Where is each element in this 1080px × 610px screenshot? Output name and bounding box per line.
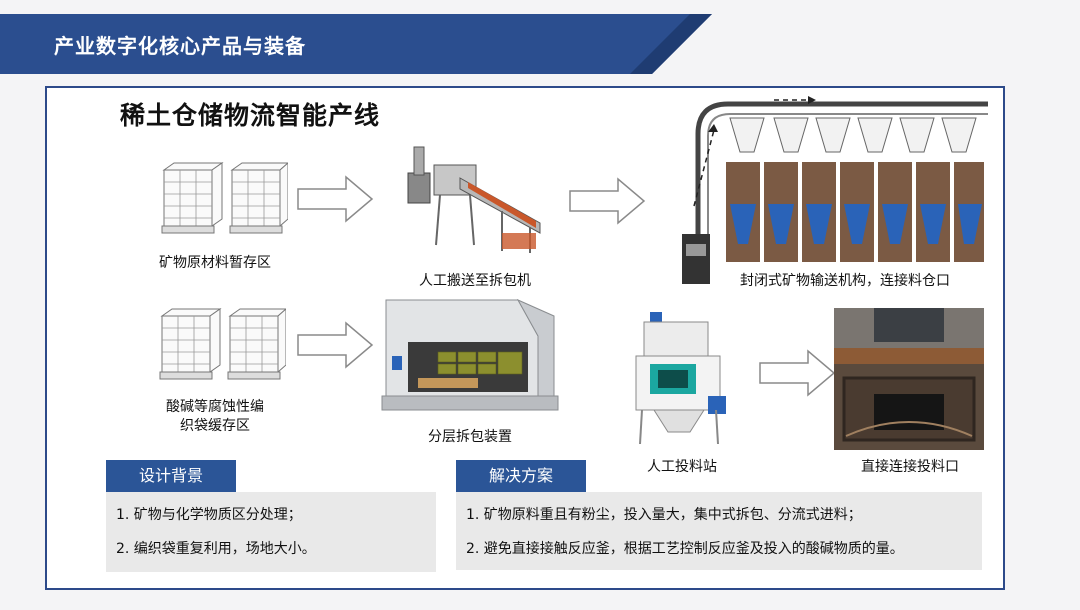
solution-item: 1. 矿物原料重且有粉尘，投入量大，集中式拆包、分流式进料；: [466, 507, 862, 523]
design-background-item: 2. 编织袋重复利用，场地大小。: [116, 541, 316, 557]
solution-box: 1. 矿物原料重且有粉尘，投入量大，集中式拆包、分流式进料； 2. 避免直接接触…: [456, 492, 982, 570]
unpacking-machine-image: [390, 133, 558, 263]
flow-arrow-icon: [569, 177, 646, 225]
caption-raw-material-storage: 矿物原材料暂存区: [159, 255, 271, 271]
flow-arrow-icon: [297, 175, 374, 223]
feeding-station-image: [624, 308, 736, 448]
enclosed-conveyor-image: [668, 94, 988, 294]
design-background-item: 1. 矿物与化学物质区分处理；: [116, 507, 302, 523]
flow-arrow-icon: [297, 321, 374, 369]
header-banner: [0, 14, 712, 74]
flow-arrow-icon: [759, 349, 836, 397]
layered-unpacker-image: [378, 296, 562, 420]
solution-item: 2. 避免直接接触反应釜，根据工艺控制反应釜及投入的酸碱物质的量。: [466, 541, 904, 557]
feeding-port-image: [834, 308, 984, 450]
main-title: 稀土仓储物流智能产线: [120, 101, 381, 130]
caption-line: 织袋缓存区: [180, 418, 250, 434]
pallet-stack-icon: [161, 162, 288, 234]
caption-corrosive-bag-storage: 酸碱等腐蚀性编 织袋缓存区: [140, 398, 290, 436]
header-title: 产业数字化核心产品与装备: [54, 34, 306, 58]
design-background-box: 1. 矿物与化学物质区分处理； 2. 编织袋重复利用，场地大小。: [106, 492, 436, 572]
caption-manual-to-unpacker: 人工搬送至拆包机: [419, 273, 531, 289]
caption-direct-feeding-port: 直接连接投料口: [861, 459, 959, 475]
design-background-label: 设计背景: [106, 460, 236, 492]
pallet-stack-icon: [159, 308, 286, 380]
caption-layered-unpacker: 分层拆包装置: [428, 429, 512, 445]
solution-label: 解决方案: [456, 460, 586, 492]
caption-enclosed-conveyor: 封闭式矿物输送机构，连接料仓口: [740, 273, 950, 289]
caption-line: 酸碱等腐蚀性编: [166, 399, 264, 415]
caption-manual-feeding-station: 人工投料站: [647, 459, 717, 475]
